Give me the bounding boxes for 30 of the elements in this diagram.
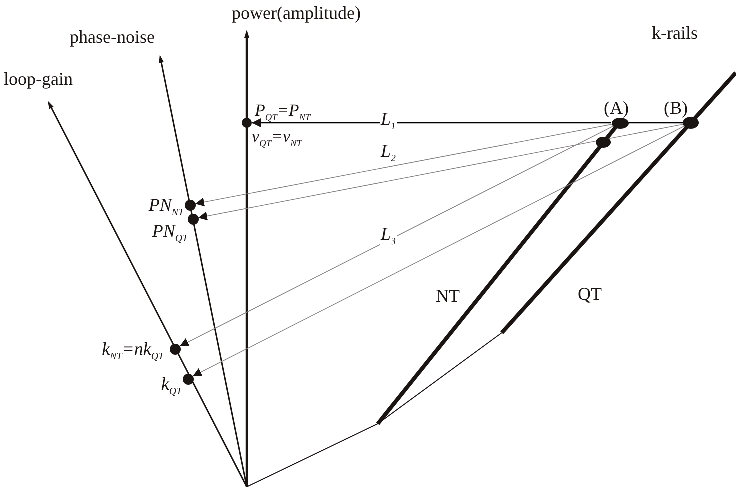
point-label: PN$_{NT}$ xyxy=(148,196,184,218)
arrow xyxy=(198,124,684,221)
arrow xyxy=(180,126,614,347)
arrow xyxy=(252,118,612,128)
point-marker xyxy=(184,200,196,210)
point-label: k$_{QT}$ xyxy=(161,375,182,398)
edge-label: L$_{1}$ xyxy=(380,110,397,132)
axis-title: phase-noise xyxy=(70,28,155,46)
point-marker xyxy=(188,214,198,224)
point-marker xyxy=(596,136,610,148)
point-marker xyxy=(683,117,699,129)
point-label: k$_{NT}$=nk$_{QT}$ xyxy=(102,340,164,362)
arrow xyxy=(192,126,685,377)
rail-label: NT xyxy=(436,287,460,305)
point-label: (A) xyxy=(604,99,629,117)
rail-label: QT xyxy=(578,285,602,303)
axis-title: power(amplitude) xyxy=(232,4,361,22)
point-label: PN$_{QT}$ xyxy=(152,222,188,244)
edge-label: L$_{3}$ xyxy=(380,225,397,248)
point-label: P$_{QT}$=P$_{NT}$ xyxy=(255,102,311,124)
point-label: v$_{QT}$=v$_{NT}$ xyxy=(252,128,302,150)
point-marker xyxy=(182,374,194,384)
arrow xyxy=(195,124,612,207)
point-marker xyxy=(170,344,180,354)
rails-title: k-rails xyxy=(652,24,698,42)
edge-label: L$_{2}$ xyxy=(380,142,397,164)
axis-title: loop-gain xyxy=(4,70,73,88)
point-label: (B) xyxy=(664,99,688,117)
point-marker xyxy=(242,118,252,128)
point-marker xyxy=(612,118,628,128)
